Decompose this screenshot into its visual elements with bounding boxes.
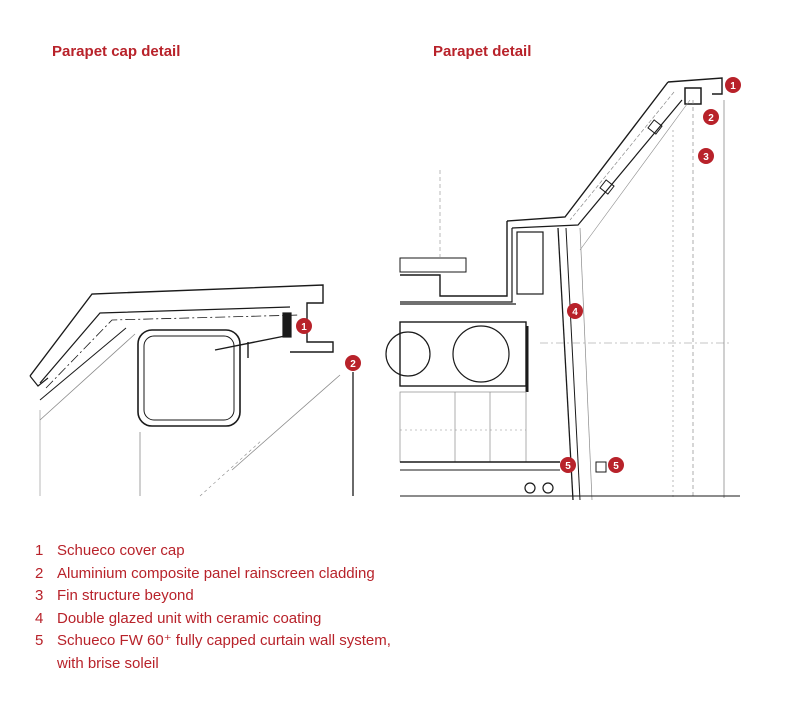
legend-number	[35, 653, 57, 676]
cap-bracket	[214, 334, 291, 351]
legend-number: 5	[35, 632, 44, 650]
shs-inner	[143, 335, 235, 421]
glazing-line-a	[557, 227, 574, 501]
cap-inner-line	[39, 306, 291, 384]
upstand-outline	[400, 221, 508, 297]
brise-soleil-fixing-2	[542, 482, 554, 494]
glazing-line-b	[565, 227, 581, 501]
cap-outer-lip	[29, 375, 49, 387]
legend-item: 4 Double glazed unit with ceramic coating	[35, 608, 391, 631]
cap-fixing-plate	[282, 312, 292, 338]
legend-text: with brise soleil	[57, 654, 159, 672]
legend-item: 5 Schueco FW 60⁺ fully capped curtain wal…	[35, 630, 391, 653]
svg-text:2: 2	[708, 113, 714, 124]
roof-insulation	[399, 257, 467, 273]
parapet-slope-inner	[511, 99, 683, 229]
parapet-slope-hatch	[569, 91, 675, 221]
parapet-detail-drawing	[385, 77, 740, 501]
parapet-cap-detail-title: Parapet cap detail	[52, 43, 181, 60]
legend-text: Aluminium composite panel rainscreen cla…	[57, 564, 375, 582]
detail-callout-5b: 5	[608, 457, 624, 473]
cladding-line-d	[199, 439, 263, 497]
brise-soleil-fixing-1	[524, 482, 536, 494]
legend-text: Double glazed unit with ceramic coating	[57, 609, 322, 627]
parapet-detail-title: Parapet detail	[433, 43, 532, 60]
detail-callout-1: 1	[725, 77, 741, 93]
cap-callout-2: 2	[345, 355, 361, 371]
lower-framing	[399, 391, 527, 463]
legend-item: with brise soleil	[35, 653, 391, 676]
upstand-block	[516, 231, 544, 295]
legend-number: 4	[35, 609, 44, 627]
upstand-inner	[400, 228, 513, 303]
legend-number: 2	[35, 564, 44, 582]
parapet-fixing-1	[647, 119, 663, 135]
beam-opening-2	[452, 325, 510, 383]
svg-text:1: 1	[301, 322, 307, 333]
parapet-fixing-2	[599, 179, 615, 195]
cladding-line-b	[231, 374, 341, 471]
parapet-slope-outer	[506, 81, 669, 222]
svg-text:5: 5	[613, 461, 619, 472]
beam-opening-1	[385, 331, 431, 377]
detail-callout-3: 3	[698, 148, 714, 164]
detail-callout-2: 2	[703, 109, 719, 125]
detail-callout-4: 4	[567, 303, 583, 319]
cap-sloped-wall-2	[39, 333, 136, 421]
legend-number: 3	[35, 587, 44, 605]
glazing-line-c	[579, 227, 593, 501]
legend-text: Schueco FW 60⁺ fully capped curtain wall…	[57, 632, 391, 650]
svg-text:3: 3	[703, 152, 709, 163]
legend-item: 2 Aluminium composite panel rainscreen cl…	[35, 563, 391, 586]
legend-number: 1	[35, 542, 44, 559]
legend-item: 1 Schueco cover cap	[35, 540, 391, 563]
svg-text:1: 1	[730, 81, 736, 92]
fin-diagonal	[579, 99, 691, 251]
detail-callout-5a: 5	[560, 457, 576, 473]
shs-outer	[137, 329, 241, 427]
cap-cladding-outline	[29, 284, 334, 377]
parapet-cap-outline	[667, 77, 723, 95]
legend: 1 Schueco cover cap 2 Aluminium composite …	[35, 540, 391, 676]
svg-text:2: 2	[350, 359, 356, 370]
svg-text:4: 4	[572, 307, 578, 318]
legend-text: Schueco cover cap	[57, 542, 185, 559]
brise-soleil-blade	[595, 461, 607, 473]
legend-text: Fin structure beyond	[57, 587, 194, 605]
steel-beam	[399, 321, 527, 387]
cap-sloped-wall	[39, 327, 127, 401]
legend-item: 3 Fin structure beyond	[35, 585, 391, 608]
parapet-cap-drawing	[29, 284, 354, 497]
svg-text:5: 5	[565, 461, 571, 472]
cap-callout-1: 1	[296, 318, 312, 334]
cap-centreline	[45, 314, 301, 389]
